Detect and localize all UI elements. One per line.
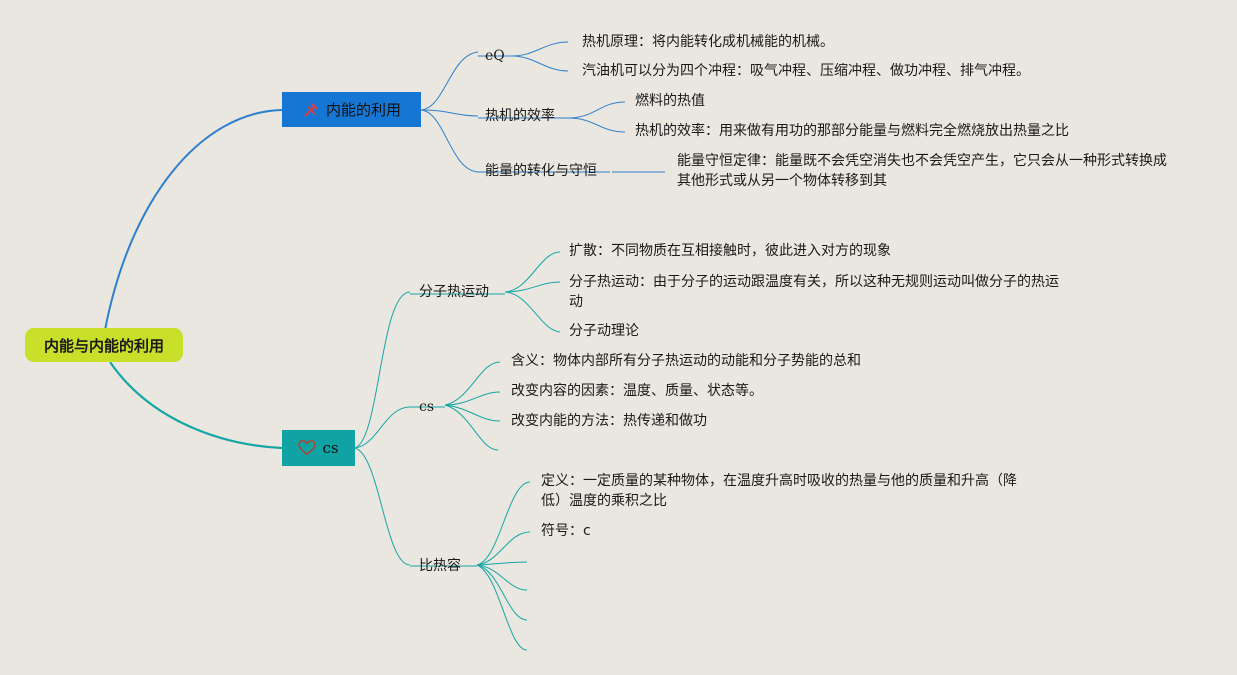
leaf-thermal-motion[interactable]: 分子热运动：由于分子的运动跟温度有关，所以这种无规则运动叫做分子的热运动 [569,274,1059,310]
root-label: 内能与内能的利用 [43,336,164,355]
link-heat-c4 [476,564,528,591]
link-eff-c1 [567,101,626,119]
link-cs-c2 [444,391,501,406]
link-heat-c1 [476,481,531,566]
branch-node-energy-use[interactable]: 内能的利用 [282,92,421,127]
link-eff-c2 [567,117,626,133]
leaf-specific-heat-definition[interactable]: 定义：一定质量的某种物体，在温度升高时吸收的热量与他的质量和升高（降低）温度的乘… [541,473,1017,509]
link-cs-c4 [444,404,499,451]
link-heat-c6 [476,564,528,651]
leaf-methods[interactable]: 改变内能的方法：热传递和做功 [511,413,707,429]
link-mol-c2 [504,281,561,293]
leaf-heat-engine-principle[interactable]: 热机原理：将内能转化成机械能的机械。 [582,34,834,50]
link-b2-heat [354,447,411,566]
subnode-energy-conservation[interactable]: 能量的转化与守恒 [485,163,597,179]
link-eq-c1 [511,41,569,57]
link-b1-efficiency [420,109,479,117]
leaf-symbol[interactable]: 符号：c [541,523,591,539]
root-node[interactable]: 内能与内能的利用 [25,328,183,362]
leaf-efficiency-definition[interactable]: 热机的效率：用来做有用功的那部分能量与燃料完全燃烧放出热量之比 [635,123,1069,139]
branch-node-cs[interactable]: cs [282,430,355,466]
leaf-fuel-heat-value[interactable]: 燃料的热值 [635,93,705,109]
heart-icon [298,439,317,457]
link-b1-conservation [420,109,479,173]
link-root-branch1 [104,109,283,331]
subnode-molecular-motion[interactable]: 分子热运动 [419,284,489,300]
link-mol-c3 [504,291,561,333]
subnode-specific-heat[interactable]: 比热容 [419,558,461,574]
link-cs-c3 [444,404,501,422]
leaf-four-strokes[interactable]: 汽油机可以分为四个冲程：吸气冲程、压缩冲程、做功冲程、排气冲程。 [582,63,1030,79]
leaf-factors[interactable]: 改变内容的因素：温度、质量、状态等。 [511,383,763,399]
link-heat-c2 [476,531,531,566]
link-heat-c5 [476,564,528,621]
link-b1-eq [420,51,479,111]
leaf-conservation-law[interactable]: 能量守恒定律：能量既不会凭空消失也不会凭空产生，它只会从一种形式转换成其他形式或… [677,153,1167,189]
leaf-molecular-theory[interactable]: 分子动理论 [569,323,639,339]
branch-label: cs [322,439,339,457]
link-root-branch2 [109,361,283,450]
link-mol-c1 [504,251,561,293]
link-b2-molecular [354,291,411,449]
link-heat-c3 [476,561,528,566]
subnode-engine-efficiency[interactable]: 热机的效率 [485,108,555,124]
leaf-internal-energy-meaning[interactable]: 含义：物体内部所有分子热运动的动能和分子势能的总和 [511,353,861,369]
branch-label: 内能的利用 [325,101,401,119]
leaf-diffusion[interactable]: 扩散：不同物质在互相接触时，彼此进入对方的现象 [569,243,891,259]
tools-icon [302,101,320,119]
link-eq-c2 [511,55,569,72]
link-cs-c1 [444,361,501,406]
subnode-eq[interactable]: eQ [485,48,505,64]
link-b2-cs [354,406,411,449]
subnode-cs[interactable]: cs [419,399,435,415]
